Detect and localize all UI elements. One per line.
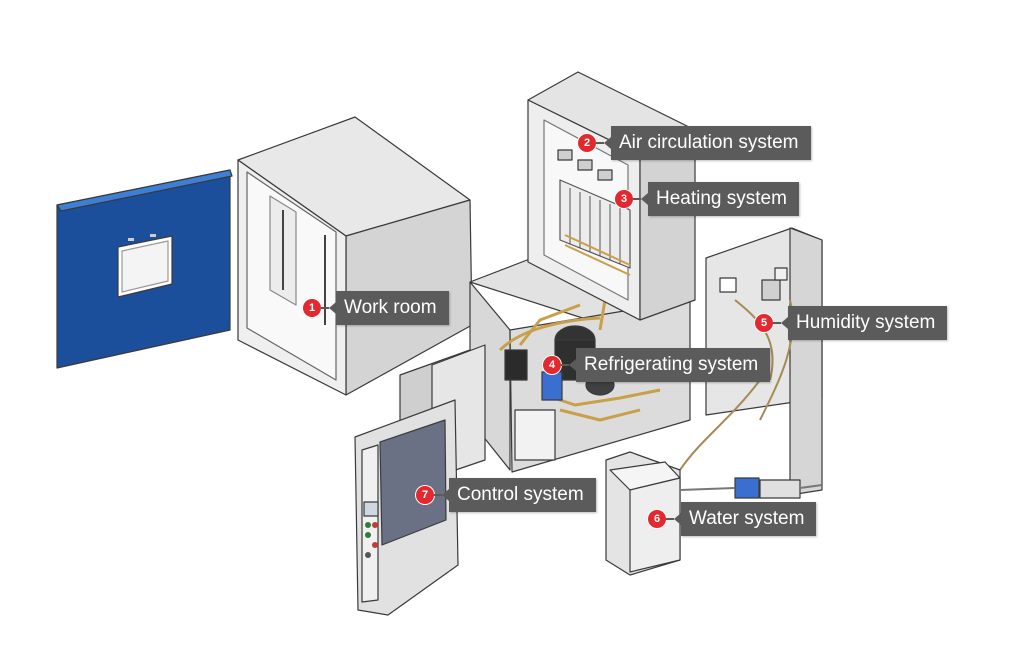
callout-label: Heating system [648,182,799,216]
callout-label: Water system [681,502,817,536]
callout-water-system: 6 Water system [648,502,817,536]
callout-humidity-system: 5 Humidity system [755,306,948,340]
callout-label: Work room [336,291,449,325]
callout-number: 4 [543,356,561,374]
callout-leader [596,142,604,144]
callout-leader [561,364,569,366]
callout-leader [633,198,641,200]
work-room-box [237,116,473,396]
callout-number: 6 [648,510,666,528]
callout-label: Humidity system [788,306,948,340]
callout-label: Control system [449,478,596,512]
callout-leader [321,307,329,309]
callout-air-circulation-system: 2 Air circulation system [578,126,811,160]
callout-leader [434,494,442,496]
callout-number: 5 [755,314,773,332]
callout-label: Air circulation system [611,126,811,160]
compressor-units [504,325,615,401]
callout-work-room: 1 Work room [303,291,449,325]
water-system [605,451,823,576]
callout-refrigerating-system: 4 Refrigerating system [543,348,771,382]
control-panel [354,399,459,616]
callout-number: 1 [303,299,321,317]
callout-leader [773,322,781,324]
callout-number: 3 [615,190,633,208]
callout-label: Refrigerating system [576,348,771,382]
callout-heating-system: 3 Heating system [615,182,799,216]
callout-number: 2 [578,134,596,152]
callout-number: 7 [416,486,434,504]
callout-control-system: 7 Control system [416,478,596,512]
callout-leader [666,518,674,520]
door-panel [56,169,233,369]
